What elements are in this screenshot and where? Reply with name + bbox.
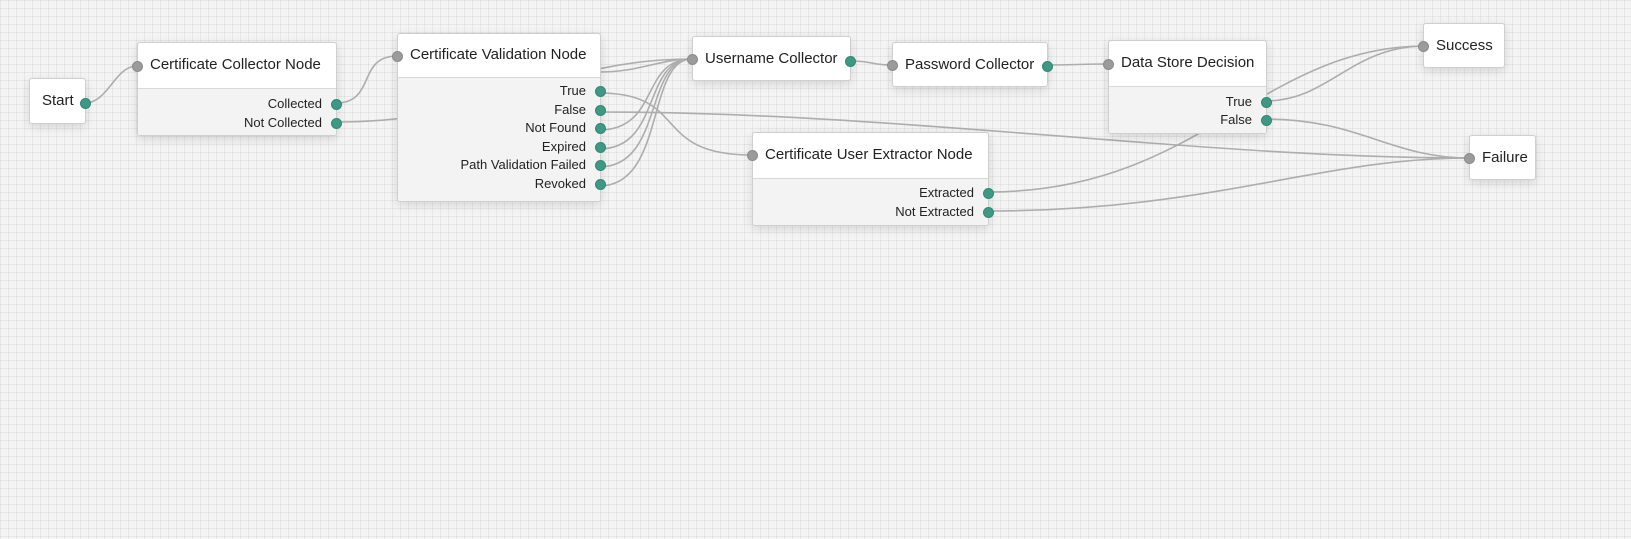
outcome-true-label: True (559, 83, 586, 98)
outcome-path-validation-failed-port[interactable] (595, 160, 606, 171)
connector-start-to-cert-collector (84, 65, 138, 104)
cert-validation-node[interactable]: Certificate Validation Node True False N… (392, 33, 606, 202)
cert-collector-input-port[interactable] (132, 61, 143, 72)
cert-collector-title: Certificate Collector Node (150, 56, 321, 73)
outcome-collected-label: Collected (267, 96, 322, 111)
connector-revoked-to-username (598, 58, 693, 187)
cert-validation-input-port[interactable] (392, 51, 403, 62)
outcome-not-found-port[interactable] (595, 123, 606, 134)
password-collector-output-port[interactable] (1042, 61, 1053, 72)
data-store-decision-title: Data Store Decision (1121, 54, 1255, 71)
outcome-ds-true-label: True (1225, 94, 1252, 109)
outcome-not-collected-port[interactable] (331, 118, 342, 129)
cert-collector-node[interactable]: Certificate Collector Node Collected Not… (132, 42, 342, 136)
connector-validation-false-to-failure (598, 111, 1470, 159)
username-collector-node[interactable]: Username Collector (687, 36, 856, 81)
username-collector-title: Username Collector (705, 50, 838, 67)
outcome-path-validation-failed-label: Path Validation Failed (460, 157, 586, 172)
failure-node-label: Failure (1482, 149, 1528, 166)
connector-not-found-to-username (598, 58, 693, 131)
outcome-ds-true-port[interactable] (1261, 97, 1272, 108)
start-node[interactable]: Start (29, 78, 91, 124)
outcome-false-label: False (554, 102, 586, 117)
outcome-true-port[interactable] (595, 86, 606, 97)
outcome-revoked-label: Revoked (534, 176, 586, 191)
connector-not-extracted-to-failure (987, 157, 1470, 212)
success-node-label: Success (1436, 37, 1493, 54)
connector-datastore-false-to-failure (1264, 118, 1470, 159)
data-store-decision-node[interactable]: Data Store Decision True False (1103, 40, 1272, 134)
outcome-extracted-label: Extracted (919, 185, 974, 200)
outcome-not-collected-label: Not Collected (243, 115, 322, 130)
password-collector-node[interactable]: Password Collector (887, 42, 1053, 87)
cert-user-extractor-title: Certificate User Extractor Node (765, 146, 973, 163)
outcome-not-extracted-label: Not Extracted (895, 204, 974, 219)
success-node[interactable]: Success (1418, 23, 1505, 68)
outcome-not-extracted-port[interactable] (983, 207, 994, 218)
data-store-decision-input-port[interactable] (1103, 59, 1114, 70)
cert-collector-outcomes: Collected Not Collected (138, 88, 342, 135)
failure-node[interactable]: Failure (1464, 135, 1536, 180)
connector-cert-validation-output-to-username (598, 58, 693, 73)
outcome-expired-port[interactable] (595, 142, 606, 153)
connector-datastore-true-to-success (1264, 45, 1427, 102)
password-collector-input-port[interactable] (887, 60, 898, 71)
outcome-revoked-port[interactable] (595, 179, 606, 190)
outcome-not-found-label: Not Found (525, 120, 586, 135)
outcome-false-port[interactable] (595, 105, 606, 116)
cert-validation-title: Certificate Validation Node (410, 46, 587, 63)
cert-user-extractor-input-port[interactable] (747, 150, 758, 161)
connector-validation-true-to-extractor (598, 92, 753, 156)
cert-user-extractor-outcomes: Extracted Not Extracted (753, 178, 994, 225)
outcome-collected-port[interactable] (331, 99, 342, 110)
username-collector-output-port[interactable] (845, 56, 856, 67)
connector-username-to-password (850, 60, 893, 66)
username-collector-input-port[interactable] (687, 54, 698, 65)
outcome-expired-label: Expired (541, 139, 586, 154)
start-output-port[interactable] (80, 98, 91, 109)
connector-password-to-datastore (1047, 63, 1109, 66)
cert-user-extractor-node[interactable]: Certificate User Extractor Node Extracte… (747, 132, 994, 226)
start-node-label: Start (42, 92, 74, 109)
connector-collected-to-cert-validation (335, 55, 398, 104)
failure-input-port[interactable] (1464, 153, 1475, 164)
outcome-ds-false-port[interactable] (1261, 115, 1272, 126)
cert-validation-outcomes: True False Not Found Expired Path Valida… (398, 77, 606, 201)
outcome-ds-false-label: False (1220, 112, 1252, 127)
success-input-port[interactable] (1418, 41, 1429, 52)
data-store-decision-outcomes: True False (1109, 86, 1272, 133)
connector-expired-to-username (598, 58, 693, 150)
outcome-extracted-port[interactable] (983, 188, 994, 199)
password-collector-title: Password Collector (905, 56, 1035, 73)
connector-path-validation-failed-to-username (598, 58, 693, 168)
